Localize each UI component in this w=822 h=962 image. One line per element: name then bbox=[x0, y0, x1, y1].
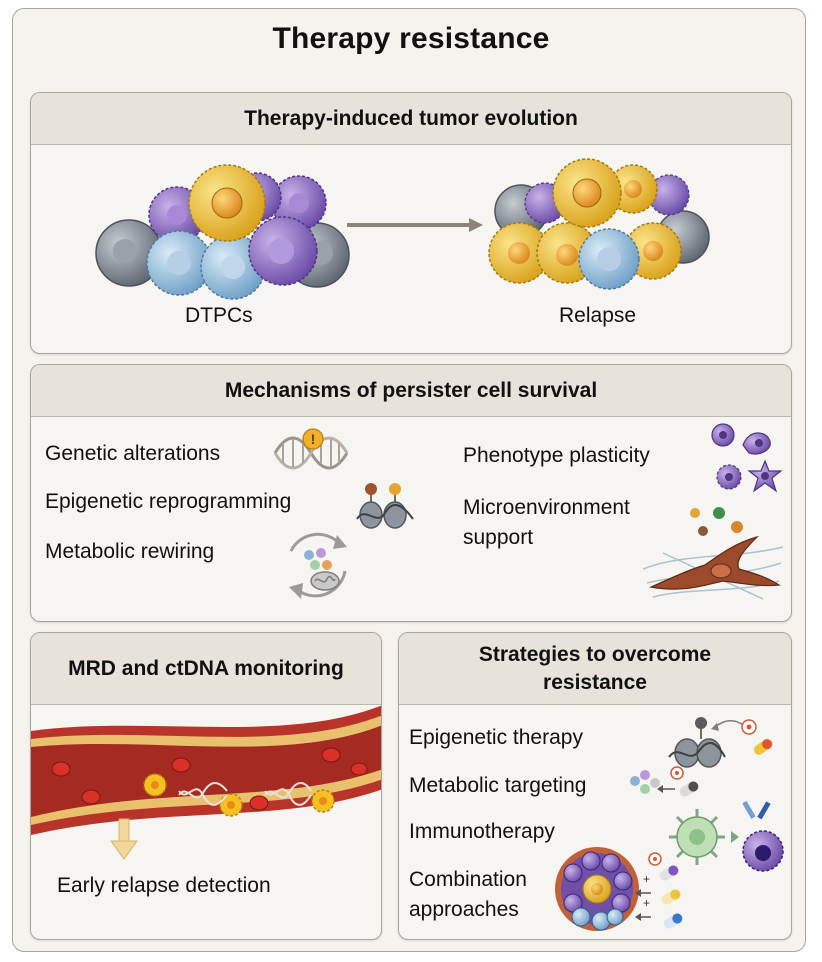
epigenetic-drug-icon bbox=[668, 717, 773, 768]
immune-cell-icon bbox=[669, 800, 784, 872]
nucleosome-icon bbox=[356, 483, 414, 529]
metabolic-drug-icon bbox=[630, 766, 699, 797]
detection-down-arrow bbox=[110, 818, 138, 860]
relapse-label: Relapse bbox=[559, 304, 637, 327]
mechanisms-panel: Mechanisms of persister cell survival Ge… bbox=[30, 364, 792, 622]
blood-vessel-illustration bbox=[31, 705, 381, 835]
evolution-heading: Therapy-induced tumor evolution bbox=[31, 93, 791, 145]
figure-title: Therapy resistance bbox=[272, 22, 550, 55]
mechanism-epigenetic-reprogramming: Epigenetic reprogramming bbox=[45, 490, 292, 513]
strategies-heading: Strategies to overcome resistance bbox=[399, 633, 791, 705]
metabolic-cycle-icon bbox=[289, 532, 347, 599]
mechanism-microenvironment-line2: support bbox=[463, 526, 534, 549]
svg-text:+: + bbox=[643, 872, 650, 886]
strategies-heading-line2: resistance bbox=[543, 671, 647, 694]
strategy-combination-line2: approaches bbox=[409, 898, 519, 921]
svg-text:+: + bbox=[643, 896, 650, 910]
plastic-cells-icon bbox=[711, 423, 783, 493]
strategy-metabolic-targeting: Metabolic targeting bbox=[409, 774, 587, 797]
dtpcs-label: DTPCs bbox=[185, 304, 253, 327]
mechanisms-heading: Mechanisms of persister cell survival bbox=[31, 365, 791, 417]
svg-text:!: ! bbox=[311, 431, 316, 447]
relapse-cell-cluster bbox=[488, 158, 710, 290]
strategies-panel: Strategies to overcome resistance Epigen… bbox=[398, 632, 792, 940]
strategy-epigenetic-therapy: Epigenetic therapy bbox=[409, 726, 583, 749]
mrd-panel: MRD and ctDNA monitoring Early relapse d… bbox=[30, 632, 382, 940]
mrd-caption: Early relapse detection bbox=[57, 874, 271, 897]
strategy-immunotherapy: Immunotherapy bbox=[409, 820, 555, 843]
dtpc-cell-cluster bbox=[95, 164, 350, 300]
strategy-combination-line1: Combination bbox=[409, 868, 527, 891]
mechanism-microenvironment-line1: Microenvironment bbox=[463, 496, 630, 519]
evolution-arrow bbox=[347, 218, 483, 232]
mechanism-genetic-alterations: Genetic alterations bbox=[45, 442, 221, 465]
microenvironment-fibroblast-icon bbox=[642, 507, 784, 600]
dna-mutation-icon: ! bbox=[273, 428, 349, 470]
mrd-heading: MRD and ctDNA monitoring bbox=[31, 633, 381, 705]
mechanism-metabolic-rewiring: Metabolic rewiring bbox=[45, 540, 215, 563]
mechanism-phenotype-plasticity: Phenotype plasticity bbox=[463, 444, 650, 467]
combination-tumor-icon: + + bbox=[555, 847, 683, 931]
evolution-panel: Therapy-induced tumor evolution bbox=[30, 92, 792, 354]
strategies-heading-line1: Strategies to overcome bbox=[478, 643, 712, 666]
